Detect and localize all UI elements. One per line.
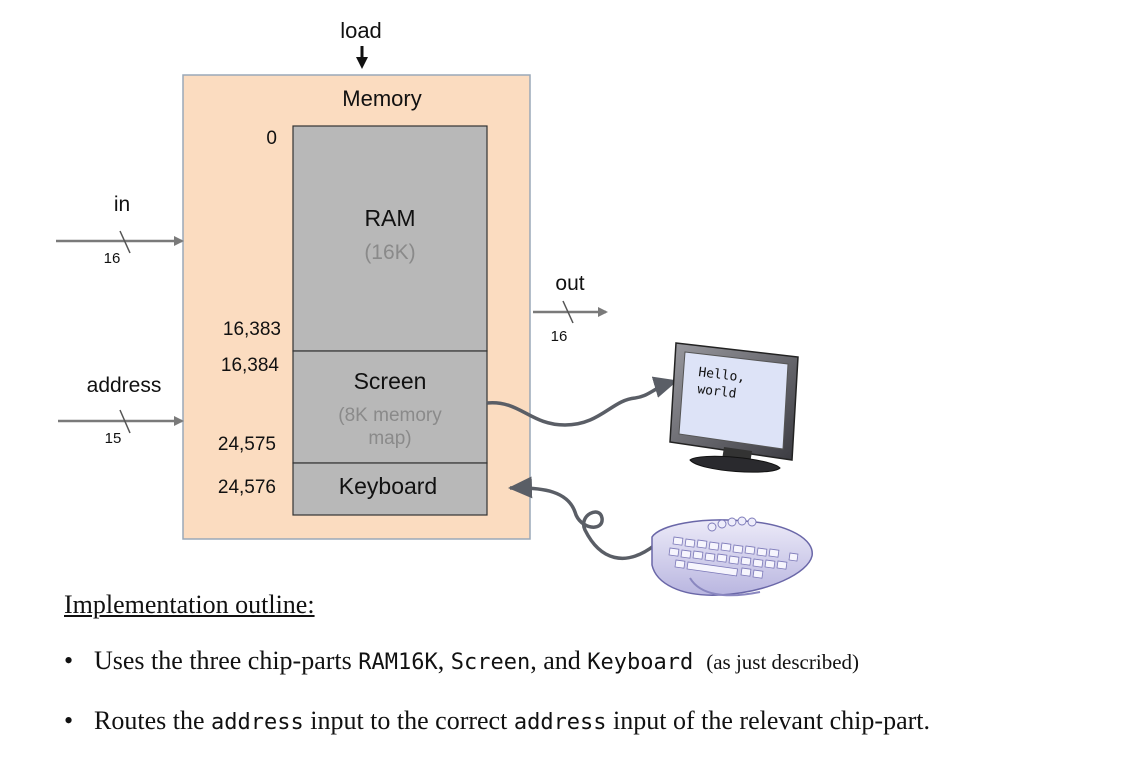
bullet1-text-a: Uses the three chip-parts xyxy=(94,646,359,675)
bullet1-text-b: , xyxy=(437,646,451,675)
ram-end-address: 16,383 xyxy=(223,319,281,340)
keyboard-icon xyxy=(651,516,813,597)
ram-region xyxy=(292,125,488,352)
ram-size: (16K) xyxy=(364,241,415,264)
bullet2-text-c: input of the relevant chip-part. xyxy=(606,706,930,735)
bullet1-note: (as just described) xyxy=(706,650,860,674)
screen-size-line2: map) xyxy=(368,428,411,449)
keyboard-name: Keyboard xyxy=(339,473,437,499)
out-bus-slash xyxy=(562,300,574,324)
memory-title: Memory xyxy=(342,86,421,111)
bullet1-text-c: , and xyxy=(530,646,588,675)
bullet1-code-ram16k: RAM16K xyxy=(358,650,438,675)
screen-region xyxy=(292,350,488,464)
monitor-icon: Hello, world xyxy=(669,342,799,473)
monitor-text-line2: world xyxy=(697,382,738,402)
monitor-text-line1: Hello, xyxy=(698,365,746,386)
bullet1-code-keyboard: Keyboard xyxy=(587,650,694,675)
keyboard-cable xyxy=(508,476,657,561)
bullet2-text-a: Routes the xyxy=(94,706,211,735)
bullet1-code-screen: Screen xyxy=(450,650,531,675)
address-width: 15 xyxy=(105,430,122,447)
keyboard-region xyxy=(292,462,488,516)
in-bus-slash xyxy=(119,230,131,254)
out-label: out xyxy=(555,272,584,295)
screen-size-line1: (8K memory xyxy=(338,405,442,426)
screen-name: Screen xyxy=(354,368,427,394)
outline-bullet-1: • Uses the three chip-parts RAM16K, Scree… xyxy=(64,646,859,676)
keyboard-start-address: 24,576 xyxy=(218,477,276,498)
ram-start-address: 0 xyxy=(266,128,277,149)
in-width: 16 xyxy=(104,250,121,267)
address-bus-slash xyxy=(119,409,131,434)
memory-diagram: Memory load RAM (16K) Screen (8K memory … xyxy=(56,18,813,597)
screen-cable xyxy=(486,376,678,427)
ram-name: RAM xyxy=(364,205,415,231)
screen-end-address: 24,575 xyxy=(218,434,276,455)
out-width: 16 xyxy=(551,328,568,345)
load-label: load xyxy=(340,18,382,43)
bullet2-text-b: input to the correct xyxy=(303,706,514,735)
in-label: in xyxy=(114,193,130,216)
screen-start-address: 16,384 xyxy=(221,355,280,376)
outline-heading: Implementation outline: xyxy=(64,590,315,619)
bullet-dot: • xyxy=(64,646,74,675)
bullet-dot: • xyxy=(64,706,74,735)
bullet2-code-address-2: address xyxy=(513,710,607,735)
bullet2-code-address: address xyxy=(211,710,304,735)
address-label: address xyxy=(87,374,162,397)
outline-bullet-2: • Routes the address input to the correct… xyxy=(64,706,930,736)
